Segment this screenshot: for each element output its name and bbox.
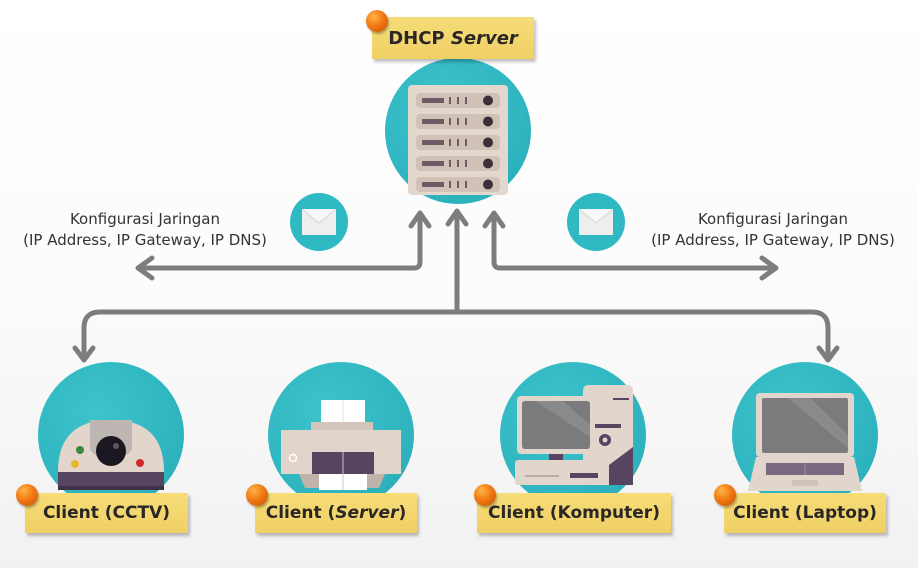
- laptop-icon: [748, 393, 862, 491]
- right-config-line1: Konfigurasi Jaringan: [697, 210, 849, 228]
- client-label-server: Client (Server): [255, 493, 417, 533]
- arrowhead-up-right: [482, 210, 506, 229]
- client-label-suffix: ): [652, 503, 660, 523]
- left-config-caption: Konfigurasi Jaringan (IP Address, IP Gat…: [4, 209, 286, 251]
- client-label-prefix: Client (: [488, 503, 558, 523]
- dhcp-server-label-prefix: DHCP: [388, 27, 451, 49]
- left-config-line1: Konfigurasi Jaringan: [69, 210, 221, 228]
- desktop-computer-icon: [515, 385, 633, 485]
- server-rack-icon: [408, 85, 508, 195]
- arrowhead-up-left: [408, 210, 432, 229]
- client-label-name: CCTV: [112, 503, 163, 523]
- arrowhead-down-left: [72, 345, 96, 363]
- envelope-icon: [579, 209, 613, 235]
- client-label-suffix: ): [869, 503, 877, 523]
- left-config-line2: (IP Address, IP Gateway, IP DNS): [23, 231, 267, 249]
- pin-icon: [366, 10, 388, 32]
- connector-right-response: [491, 217, 777, 271]
- client-label-laptop: Client (Laptop): [724, 493, 886, 533]
- arrowhead-down-right: [816, 345, 840, 363]
- right-message-circle: [567, 193, 625, 251]
- left-message-circle: [290, 193, 348, 251]
- client-label-prefix: Client (: [733, 503, 803, 523]
- client-label-name: Komputer: [557, 503, 653, 523]
- client-label-suffix: ): [162, 503, 171, 523]
- envelope-icon: [302, 209, 336, 235]
- pin-icon: [16, 484, 38, 506]
- pin-icon: [246, 484, 268, 506]
- arrowhead-left: [135, 255, 155, 281]
- client-label-cctv: Client (CCTV): [25, 493, 188, 533]
- connector-branch: [81, 309, 831, 358]
- client-label-komputer: Client (Komputer): [477, 493, 671, 533]
- connector-left-response: [137, 217, 423, 271]
- pin-icon: [474, 484, 496, 506]
- client-label-prefix: Client (: [42, 503, 113, 523]
- client-label-italic: Server: [335, 503, 399, 523]
- client-label-prefix: Client (: [265, 503, 336, 523]
- dhcp-server-label-italic: Server: [450, 27, 518, 49]
- dhcp-server-label: DHCP Server: [372, 17, 534, 59]
- pin-icon: [714, 484, 736, 506]
- client-label-name: Laptop: [802, 503, 870, 523]
- client-label-suffix: ): [398, 503, 407, 523]
- arrowhead-right: [759, 255, 779, 281]
- right-config-caption: Konfigurasi Jaringan (IP Address, IP Gat…: [632, 209, 914, 251]
- right-config-line2: (IP Address, IP Gateway, IP DNS): [651, 231, 895, 249]
- cctv-camera-icon: [58, 420, 164, 490]
- arrowhead-up-center: [445, 208, 469, 227]
- printer-icon: [281, 400, 401, 490]
